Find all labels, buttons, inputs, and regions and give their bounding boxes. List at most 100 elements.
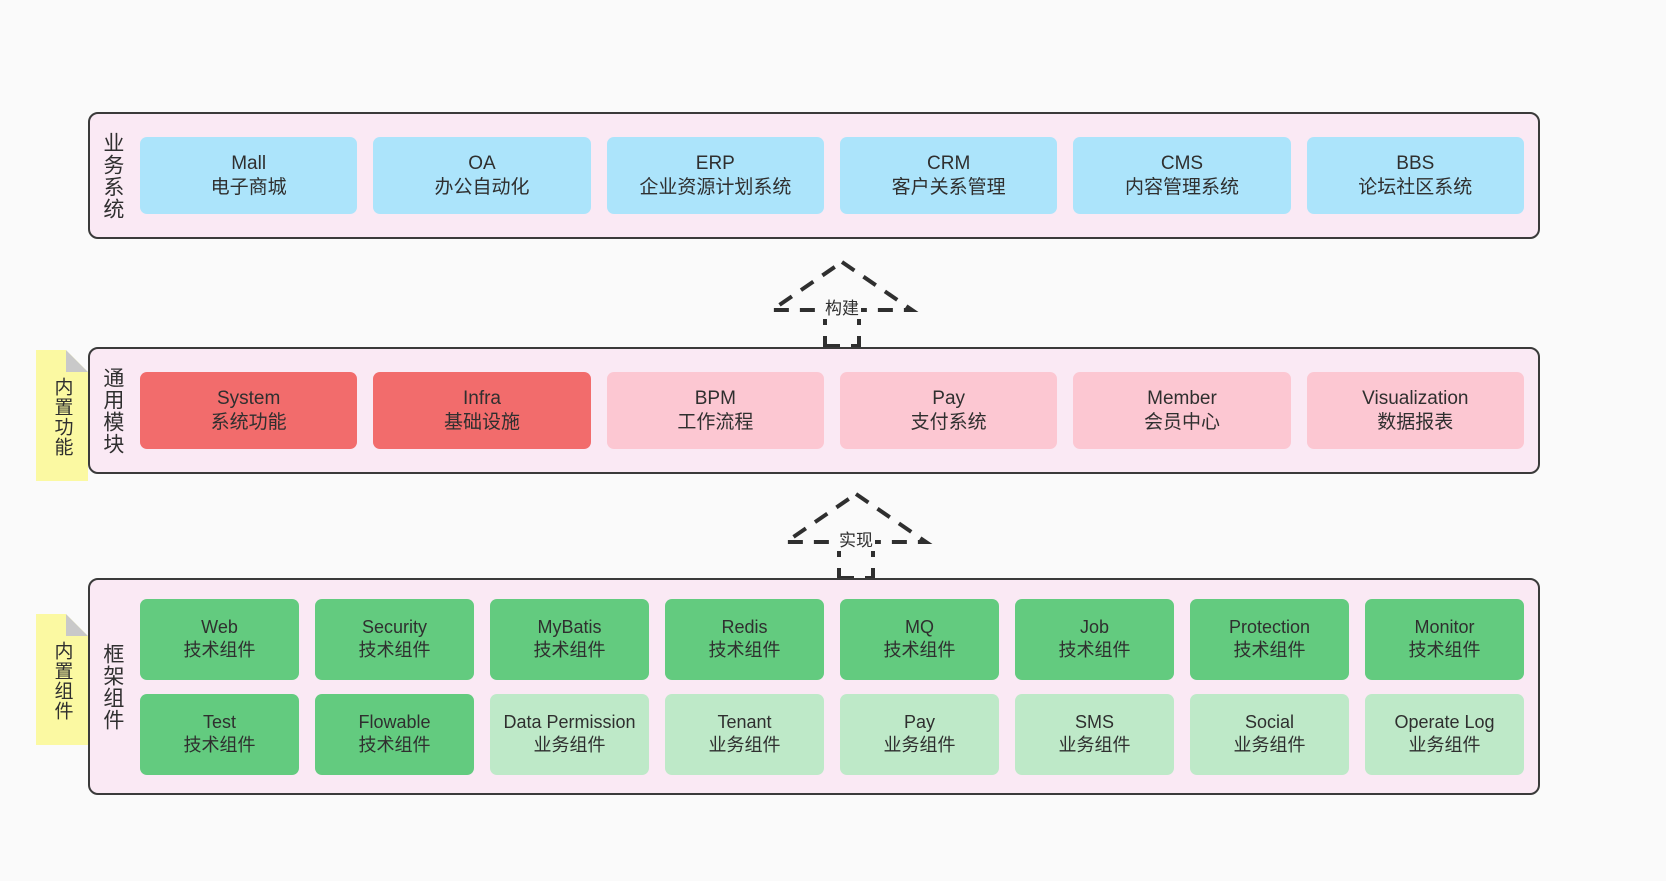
node-label-cn: 技术组件 bbox=[533, 640, 606, 660]
node-label-en: Operate Log bbox=[1394, 712, 1495, 733]
layer-title-framework-component: 框架组件 bbox=[100, 642, 124, 731]
note-label: 内置功能 bbox=[51, 376, 73, 457]
node-label-en: Pay bbox=[932, 387, 966, 409]
node-test[interactable]: Test 技术组件 bbox=[140, 693, 299, 775]
node-label-en: Visualization bbox=[1362, 387, 1469, 409]
node-label-cn: 技术组件 bbox=[358, 640, 431, 660]
node-cms[interactable]: CMS 内容管理系统 bbox=[1073, 137, 1291, 214]
node-redis[interactable]: Redis 技术组件 bbox=[665, 598, 824, 680]
node-operate-log[interactable]: Operate Log 业务组件 bbox=[1365, 693, 1524, 775]
node-label-en: CRM bbox=[927, 152, 971, 174]
node-member[interactable]: Member 会员中心 bbox=[1073, 372, 1291, 449]
node-label-en: Flowable bbox=[358, 712, 431, 733]
layer-row: System 系统功能 Infra 基础设施 BPM 工作流程 Pay 支付系统… bbox=[140, 372, 1524, 449]
node-erp[interactable]: ERP 企业资源计划系统 bbox=[606, 137, 824, 214]
layer-title-business-system: 业务系统 bbox=[100, 131, 124, 220]
note-builtin-component: 内置组件 bbox=[36, 614, 88, 745]
node-label-en: Social bbox=[1244, 712, 1295, 733]
note-label: 内置组件 bbox=[51, 640, 73, 721]
node-security[interactable]: Security 技术组件 bbox=[315, 598, 474, 680]
node-label-en: ERP bbox=[695, 152, 735, 174]
node-tenant[interactable]: Tenant 业务组件 bbox=[665, 693, 824, 775]
node-label-cn: 技术组件 bbox=[1408, 640, 1481, 660]
node-label-en: CMS bbox=[1160, 152, 1204, 174]
layer-row: Mall 电子商城 OA 办公自动化 ERP 企业资源计划系统 CRM 客户关系… bbox=[140, 137, 1524, 214]
node-label-cn: 数据报表 bbox=[1377, 411, 1454, 433]
node-infra[interactable]: Infra 基础设施 bbox=[373, 372, 591, 449]
node-label-en: Security bbox=[361, 617, 428, 638]
note-builtin-function: 内置功能 bbox=[36, 350, 88, 481]
node-sms[interactable]: SMS 业务组件 bbox=[1015, 693, 1174, 775]
note-fold-corner-icon bbox=[66, 350, 88, 372]
note-fold-corner-icon bbox=[66, 614, 88, 636]
node-pay-component[interactable]: Pay 业务组件 bbox=[840, 693, 999, 775]
node-job[interactable]: Job 技术组件 bbox=[1015, 598, 1174, 680]
node-label-en: SMS bbox=[1074, 712, 1114, 733]
node-oa[interactable]: OA 办公自动化 bbox=[373, 137, 591, 214]
layer-body-framework-component: Web 技术组件 Security 技术组件 MyBatis 技术组件 Redi… bbox=[134, 580, 1538, 793]
connector-label-build: 构建 bbox=[823, 294, 861, 319]
node-label-cn: 业务组件 bbox=[708, 735, 781, 755]
node-visualization[interactable]: Visualization 数据报表 bbox=[1306, 372, 1524, 449]
node-bbs[interactable]: BBS 论坛社区系统 bbox=[1306, 137, 1524, 214]
layer-general-module: 通用模块 System 系统功能 Infra 基础设施 BPM 工作流程 Pay… bbox=[88, 347, 1540, 474]
node-social[interactable]: Social 业务组件 bbox=[1190, 693, 1349, 775]
node-label-en: Member bbox=[1147, 387, 1217, 409]
connector-build: 构建 bbox=[752, 258, 932, 348]
node-mq[interactable]: MQ 技术组件 bbox=[840, 598, 999, 680]
node-label-en: Mall bbox=[231, 152, 267, 174]
node-label-cn: 业务组件 bbox=[1233, 735, 1306, 755]
connector-label-implement: 实现 bbox=[837, 526, 875, 551]
node-label-en: Test bbox=[202, 712, 236, 733]
node-label-cn: 技术组件 bbox=[1233, 640, 1306, 660]
node-data-permission[interactable]: Data Permission 业务组件 bbox=[490, 693, 649, 775]
node-label-cn: 支付系统 bbox=[910, 411, 987, 433]
layer-framework-component: 框架组件 Web 技术组件 Security 技术组件 MyBatis 技术组件… bbox=[88, 578, 1540, 795]
node-label-cn: 技术组件 bbox=[183, 735, 256, 755]
node-label-cn: 内容管理系统 bbox=[1124, 176, 1239, 198]
layer-title-general-module: 通用模块 bbox=[100, 366, 124, 455]
node-label-cn: 办公自动化 bbox=[434, 176, 530, 198]
node-bpm[interactable]: BPM 工作流程 bbox=[606, 372, 824, 449]
node-system[interactable]: System 系统功能 bbox=[140, 372, 358, 449]
node-flowable[interactable]: Flowable 技术组件 bbox=[315, 693, 474, 775]
node-label-cn: 系统功能 bbox=[210, 411, 287, 433]
node-crm[interactable]: CRM 客户关系管理 bbox=[839, 137, 1058, 214]
node-label-en: Web bbox=[201, 617, 238, 638]
node-label-cn: 技术组件 bbox=[1058, 640, 1131, 660]
node-label-en: MQ bbox=[905, 617, 934, 638]
node-label-en: System bbox=[216, 387, 281, 409]
node-protection[interactable]: Protection 技术组件 bbox=[1190, 598, 1349, 680]
node-label-cn: 技术组件 bbox=[358, 735, 431, 755]
node-label-en: Redis bbox=[721, 617, 768, 638]
node-label-cn: 客户关系管理 bbox=[891, 176, 1006, 198]
node-mybatis[interactable]: MyBatis 技术组件 bbox=[490, 598, 649, 680]
node-label-en: Pay bbox=[903, 712, 936, 733]
node-label-en: Protection bbox=[1228, 617, 1311, 638]
node-label-cn: 工作流程 bbox=[677, 411, 754, 433]
node-web[interactable]: Web 技术组件 bbox=[140, 598, 299, 680]
node-label-en: Tenant bbox=[717, 712, 772, 733]
node-label-en: OA bbox=[468, 152, 496, 174]
layer-row: Test 技术组件 Flowable 技术组件 Data Permission … bbox=[140, 693, 1524, 775]
node-label-cn: 基础设施 bbox=[443, 411, 520, 433]
node-label-cn: 业务组件 bbox=[1058, 735, 1131, 755]
node-label-en: BPM bbox=[694, 387, 736, 409]
node-label-en: Data Permission bbox=[503, 712, 636, 733]
node-pay[interactable]: Pay 支付系统 bbox=[839, 372, 1058, 449]
layer-business-system: 业务系统 Mall 电子商城 OA 办公自动化 ERP 企业资源计划系统 CRM… bbox=[88, 112, 1540, 239]
node-label-en: BBS bbox=[1396, 152, 1435, 174]
node-label-cn: 技术组件 bbox=[883, 640, 956, 660]
layer-body-general-module: System 系统功能 Infra 基础设施 BPM 工作流程 Pay 支付系统… bbox=[134, 349, 1538, 472]
node-label-cn: 业务组件 bbox=[883, 735, 956, 755]
node-label-cn: 技术组件 bbox=[183, 640, 256, 660]
connector-implement: 实现 bbox=[766, 490, 946, 580]
layer-row: Web 技术组件 Security 技术组件 MyBatis 技术组件 Redi… bbox=[140, 598, 1524, 680]
node-label-cn: 会员中心 bbox=[1143, 411, 1220, 433]
node-label-en: Job bbox=[1079, 617, 1110, 638]
node-mall[interactable]: Mall 电子商城 bbox=[140, 137, 358, 214]
node-monitor[interactable]: Monitor 技术组件 bbox=[1365, 598, 1524, 680]
layer-body-business-system: Mall 电子商城 OA 办公自动化 ERP 企业资源计划系统 CRM 客户关系… bbox=[134, 114, 1538, 237]
node-label-en: MyBatis bbox=[537, 617, 602, 638]
